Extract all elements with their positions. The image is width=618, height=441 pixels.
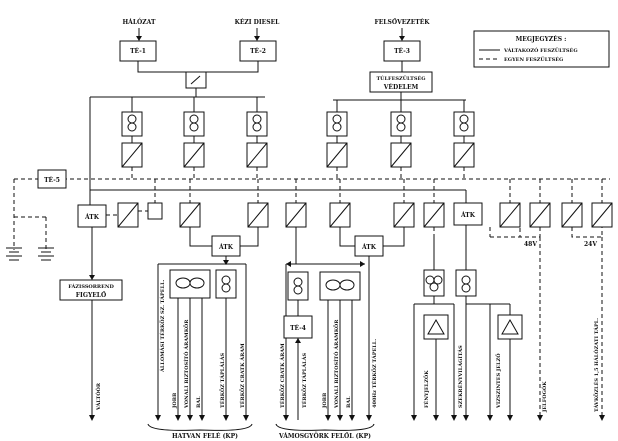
label-szekrenyvil: SZEKRÉNYVILÁGÍTÁS <box>456 345 464 408</box>
rectifier-row <box>121 136 475 168</box>
atk-mid-right-label: ÁTK <box>361 244 377 251</box>
source-arrows <box>136 28 405 41</box>
label-vonali2: VONALI BIZTOSÍTÓ ÁRAMKÖR <box>332 319 340 409</box>
tulfesz-line2: VÉDELEM <box>383 83 419 91</box>
dc-right-outputs <box>537 237 605 421</box>
label-jelfogok: JELFOGÓK <box>540 381 548 413</box>
atk-right-label: ÁTK <box>460 212 476 219</box>
dc-bus <box>13 167 610 250</box>
label-jobb2: JOBB <box>322 393 328 409</box>
te2-label: TÉ-2 <box>250 47 266 55</box>
feed-atk-mid-left-b <box>240 227 259 247</box>
atk-mid-left-label: ÁTK <box>218 244 234 251</box>
label-terkoz-tap2: TÉRKÖZ TÁPLÁLÁS <box>300 352 308 408</box>
atk-right <box>453 202 483 226</box>
voltage-48v: 48V <box>524 241 537 248</box>
dc-voltage-buses <box>433 227 603 238</box>
source-halozat: HÁLÓZAT <box>123 18 156 26</box>
te3-label: TÉ-3 <box>394 47 410 55</box>
legend-ac: VÁLTAKOZÓ FESZÜLTSÉG <box>503 46 578 54</box>
label-fenyjelzo: FÉNYJELZŐK <box>422 370 430 408</box>
inverter-boxes <box>106 179 613 228</box>
atk-left-label: ÁTK <box>84 214 100 221</box>
transformer-row <box>121 97 475 137</box>
te1-label: TÉ-1 <box>130 47 146 55</box>
legend-box <box>473 30 610 68</box>
hatvan-output-block <box>147 256 253 431</box>
label-valtoor: VÁLTÓÓR <box>94 382 102 411</box>
direction-vamosgyork: VÁMOSGYÖRK FELŐL (KP) <box>278 433 371 440</box>
label-tavkozles: TÁVKÖZLÉS 1,5 HÁLÓZATI TÁPL. <box>592 318 600 412</box>
switch-feed-lines <box>90 61 265 98</box>
te5-label: TÉ-5 <box>44 176 60 184</box>
label-terkoz-tap: TÉRKÖZ TÁPLÁLÁS <box>218 352 226 408</box>
label-bal2: BAL <box>346 396 352 408</box>
source-kezi-diesel: KÉZI DIESEL <box>235 18 281 26</box>
direction-hatvan: HATVAN FELÉ (KP) <box>172 432 238 440</box>
battery-icon <box>6 247 54 261</box>
label-vizszintes: VIZSZINTES JELZŐ <box>495 353 502 409</box>
fazis-line1: FÁZISSORREND <box>68 283 114 290</box>
te5-box <box>37 169 67 189</box>
legend-title: MEGJEGYZÉS : <box>516 35 567 43</box>
signal-output-block <box>411 225 523 421</box>
voltage-24v: 24V <box>584 241 597 248</box>
feed-atk-mid-right-a <box>339 227 355 247</box>
feed-atk-mid-left-a <box>189 227 212 247</box>
source-felsovezetek: FELSŐVEZETÉK <box>374 18 430 26</box>
legend-dc: EGYEN FESZÜLTSÉG <box>504 55 563 63</box>
tulfesz-line1: TÚLFESZÜLTSÉG <box>376 74 425 82</box>
label-allomasi: ÁLLOMÁSI TÉRKÖZ SZ. TÁPELL. <box>158 279 166 373</box>
label-terkoz-cratk2: TÉRKÖZ CRATK ÁRAM <box>278 343 286 408</box>
fazis-line2: FIGYELŐ <box>76 292 107 299</box>
label-jobb: JOBB <box>172 393 178 409</box>
label-allomasi2: 400Hz TÉRKÖZ TÁPELL. <box>370 339 378 408</box>
label-bal: BAL <box>196 396 202 408</box>
feed-atk-mid-right-b <box>383 227 405 247</box>
te4-label: TÉ-4 <box>290 324 306 332</box>
vamosgyork-output-block <box>275 227 375 431</box>
label-terkoz-cratk: TÉRKÖZ CRATK ÁRAM <box>238 343 246 408</box>
label-vonali: VONALI BIZTOSÍTÓ ÁRAMKÖR <box>182 319 190 409</box>
fazissorrend-figyelo-box <box>59 279 123 301</box>
